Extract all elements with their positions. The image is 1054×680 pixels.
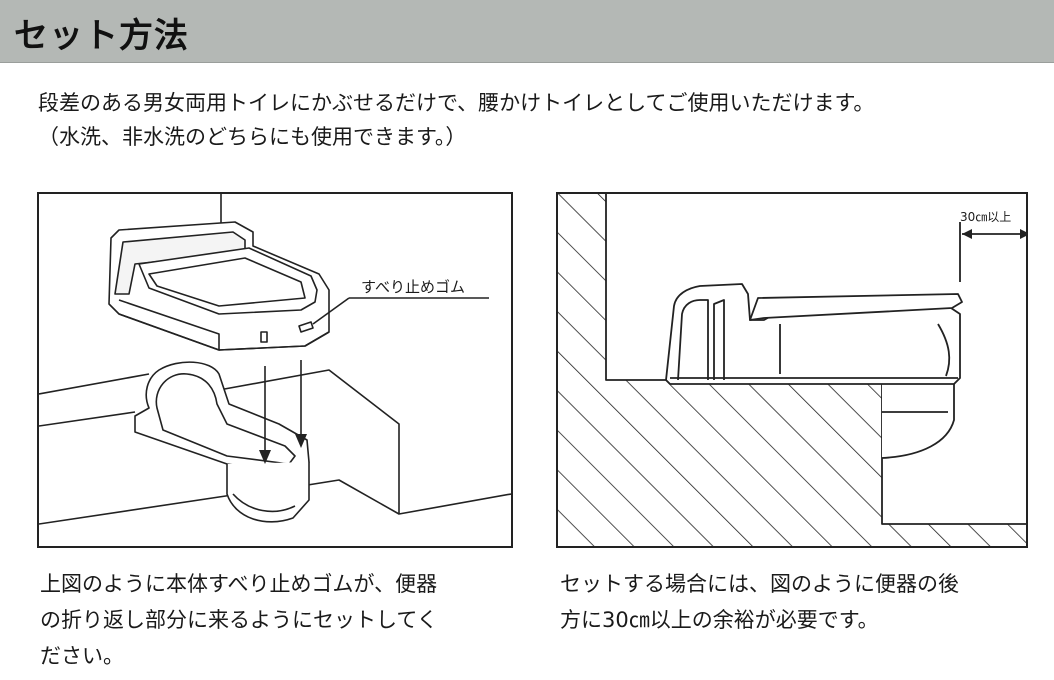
seat-side-edge bbox=[118, 299, 220, 351]
seat-lid-inner bbox=[148, 257, 306, 307]
bowl-section bbox=[881, 379, 955, 459]
rubber-pad bbox=[298, 321, 314, 333]
step-edge-mid bbox=[39, 411, 136, 427]
squat-toilet-bowl bbox=[226, 462, 310, 523]
figure-right-panel: 30㎝以上 bbox=[556, 192, 1028, 548]
seat-lid-side bbox=[749, 293, 963, 321]
caption-left-line-3: ださい。 bbox=[40, 644, 124, 668]
squat-toilet-inner bbox=[155, 373, 296, 465]
caption-right: セットする場合には、図のように便器の後 方に30㎝以上の余裕が必要です。 bbox=[560, 566, 1030, 638]
caption-left-line-2: の折り返し部分に来るようにセットしてく bbox=[40, 608, 438, 632]
caption-left: 上図のように本体すべり止めゴムが、便器 の折り返し部分に来るようにセットしてく … bbox=[40, 566, 510, 674]
rubber-leader-line bbox=[312, 297, 350, 325]
step-edge-right bbox=[218, 369, 511, 515]
seat-front-curve bbox=[937, 323, 951, 377]
clearance-label: 30㎝以上 bbox=[960, 210, 1012, 224]
arrow-head-1 bbox=[259, 450, 271, 464]
figure-left-illustration bbox=[39, 194, 511, 525]
clearance-arrow-head-right bbox=[1020, 229, 1026, 239]
figure-right-illustration bbox=[558, 194, 1026, 546]
step-edge-front bbox=[39, 493, 240, 525]
seat-lid bbox=[138, 247, 318, 315]
figure-left-panel: すべり止めゴム bbox=[37, 192, 513, 548]
seat-back-rib bbox=[713, 299, 725, 380]
seat-back-inner bbox=[677, 299, 709, 381]
squat-toilet-bowl-line bbox=[232, 493, 296, 513]
rubber-grip-label: すべり止めゴム bbox=[361, 278, 465, 296]
step-edge-back bbox=[39, 373, 150, 395]
caption-left-line-1: 上図のように本体すべり止めゴムが、便器 bbox=[40, 572, 438, 596]
wall-floor-hatching bbox=[558, 194, 1026, 546]
caption-right-line-2: 方に30㎝以上の余裕が必要です。 bbox=[560, 608, 879, 632]
intro-line-1: 段差のある男女両用トイレにかぶせるだけで、腰かけトイレとしてご使用いただけます。 bbox=[38, 91, 875, 115]
seat-mark bbox=[260, 331, 268, 343]
clearance-arrow-head-left bbox=[962, 229, 972, 239]
intro-line-2: （水洗、非水洗のどちらにも使用できます。） bbox=[38, 125, 467, 149]
header-bar: セット方法 bbox=[0, 0, 1054, 63]
intro-text: 段差のある男女両用トイレにかぶせるだけで、腰かけトイレとしてご使用いただけます。… bbox=[38, 86, 1028, 154]
page-title: セット方法 bbox=[14, 16, 189, 56]
caption-right-line-1: セットする場合には、図のように便器の後 bbox=[560, 572, 959, 596]
seat-bottom-edge bbox=[218, 331, 330, 351]
arrow-head-2 bbox=[295, 434, 307, 448]
